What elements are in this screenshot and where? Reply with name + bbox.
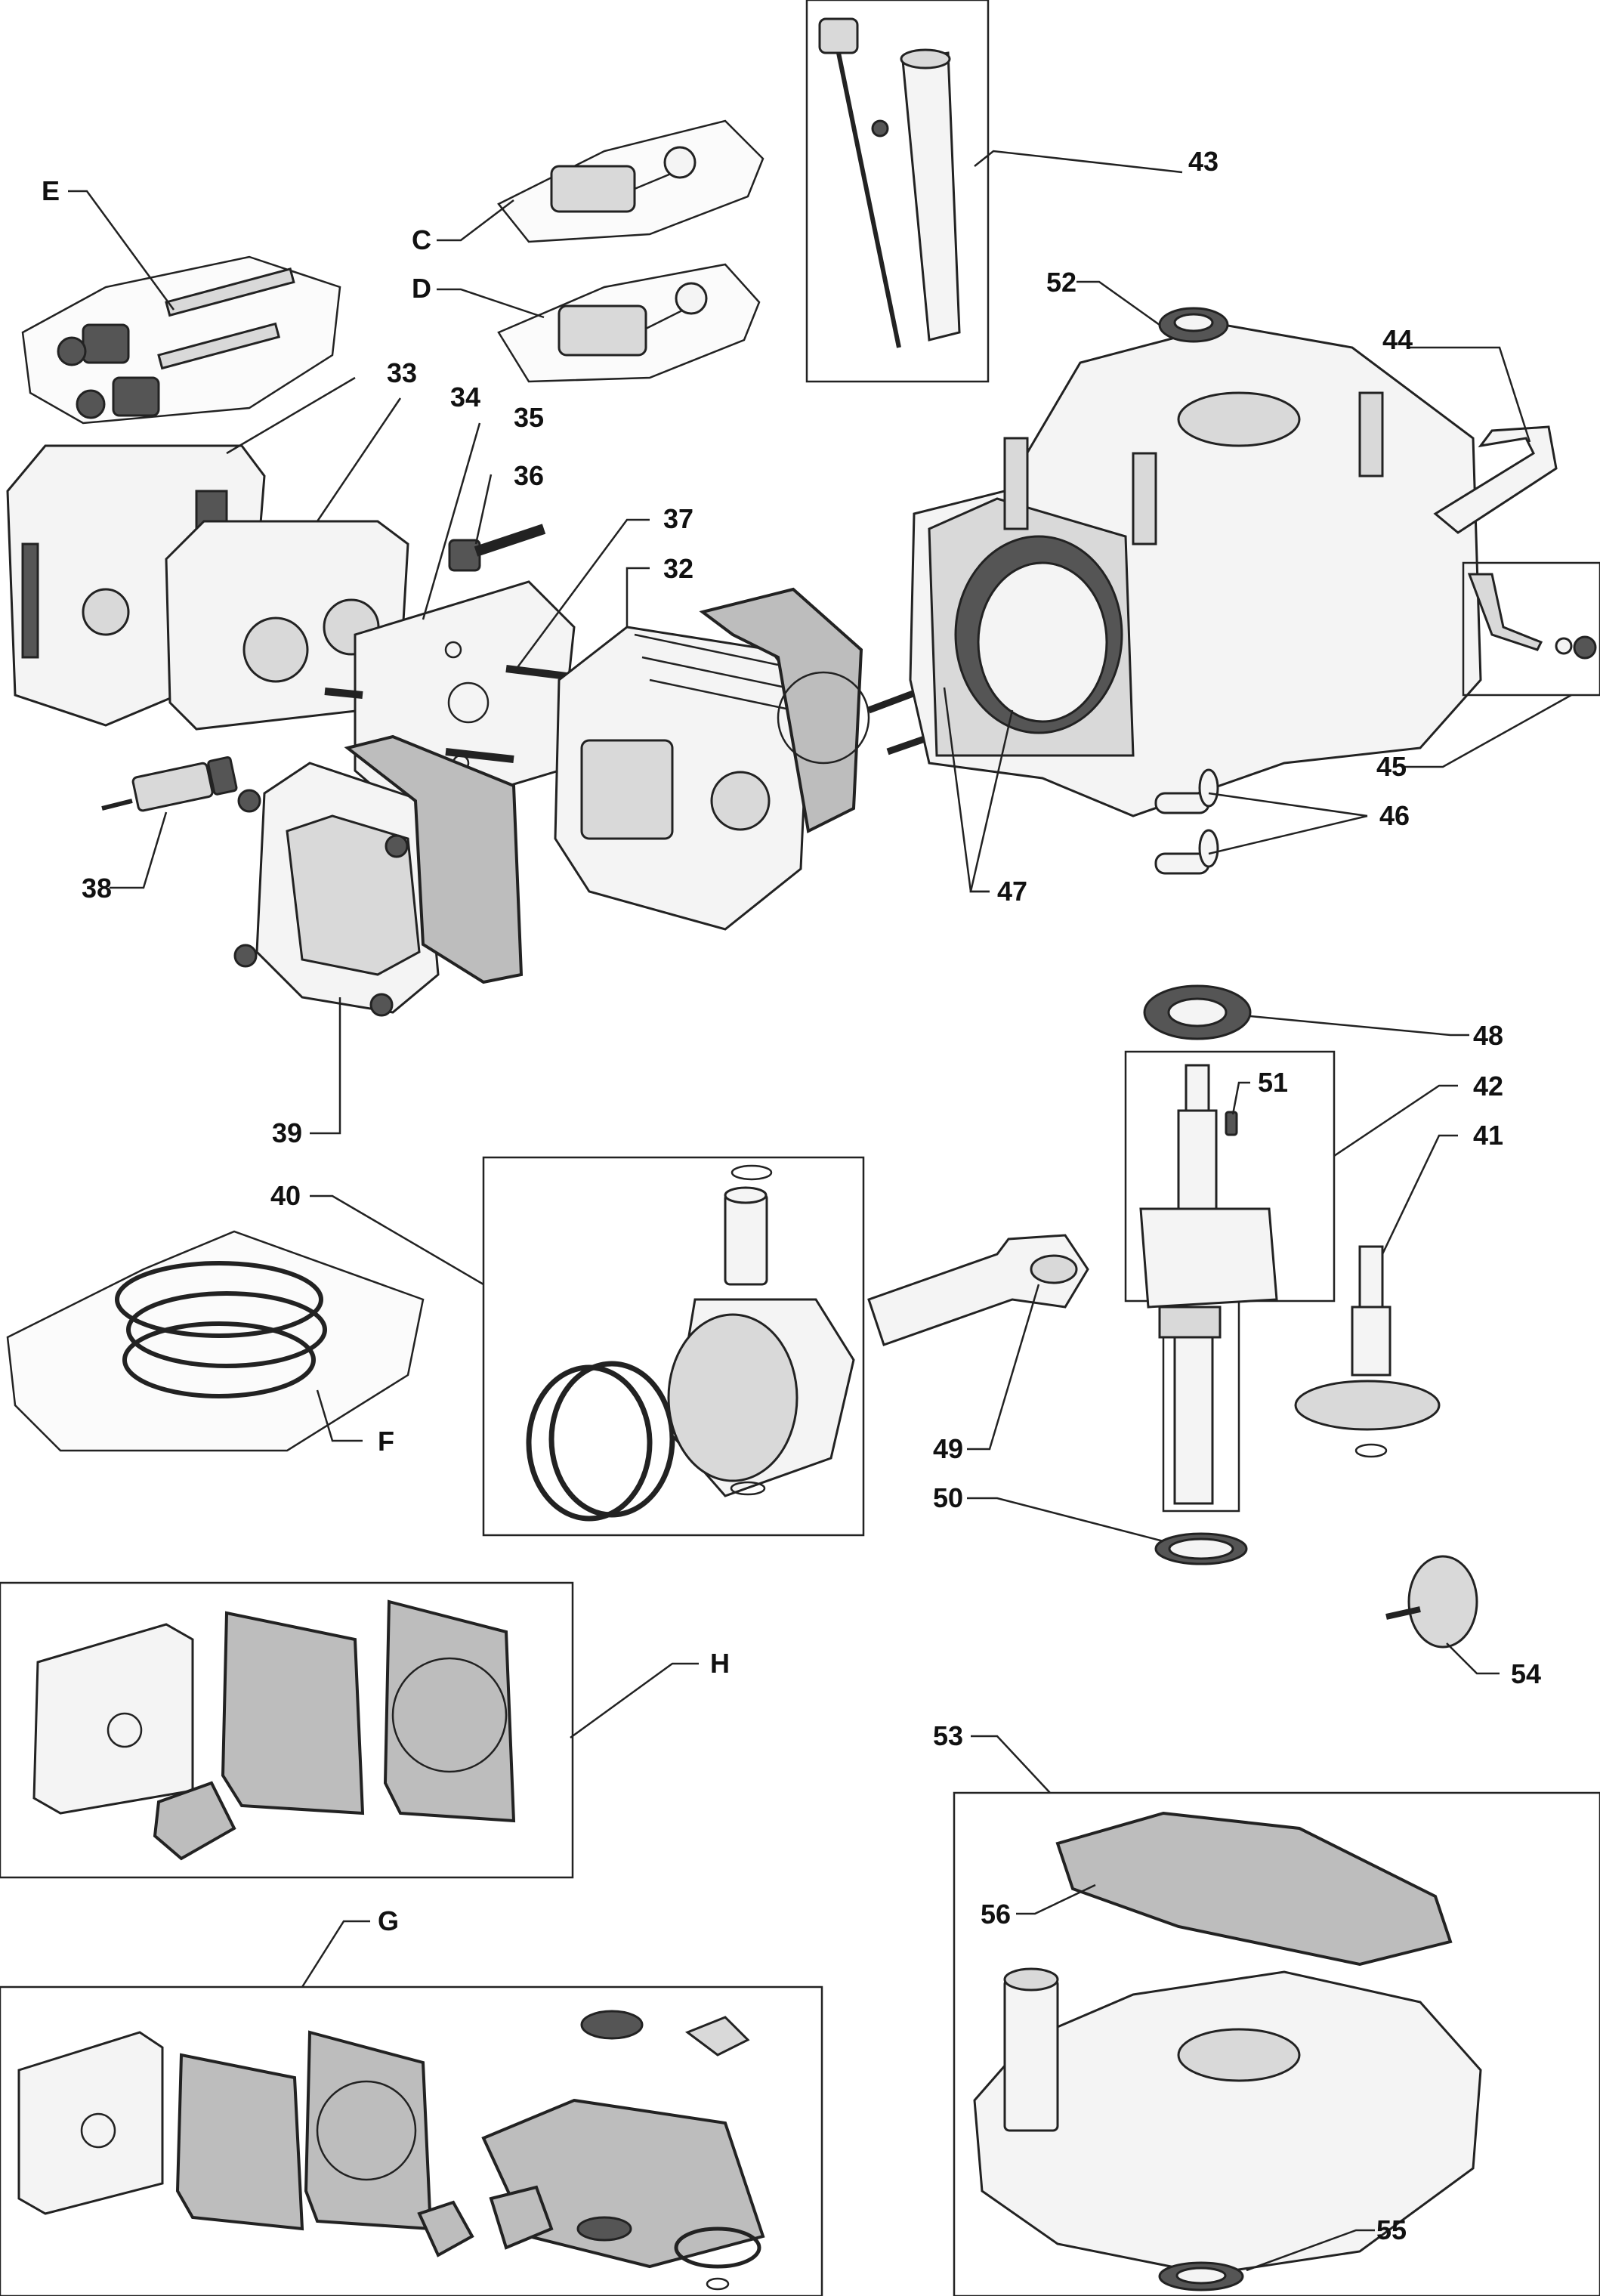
callout-labels: E C D 43 52 44 33 34 35 36 37 32 45 46 3… (42, 146, 1541, 2245)
callout-49: 49 (933, 1433, 963, 1464)
callout-56: 56 (981, 1899, 1011, 1930)
part-44-breather-tube (1433, 425, 1558, 534)
leader-lines (68, 150, 1572, 2272)
part-51-key (1225, 1111, 1238, 1136)
callout-37: 37 (663, 503, 693, 534)
part-46-dowel-pins (1154, 768, 1219, 875)
callout-45: 45 (1376, 751, 1407, 782)
callout-39: 39 (272, 1117, 302, 1148)
part-54-governor (1385, 1555, 1478, 1649)
callout-D: D (412, 273, 431, 304)
callout-44: 44 (1382, 324, 1413, 355)
valve-cover-gasket (344, 734, 524, 984)
kit-f-piston-rings (6, 1230, 425, 1452)
kit-c-valve-spring (497, 119, 764, 243)
callout-G: G (378, 1905, 399, 1936)
part-52-oil-seal (1158, 307, 1229, 343)
callout-41: 41 (1473, 1120, 1503, 1151)
callout-53: 53 (933, 1720, 963, 1751)
part-36-bolt (448, 524, 546, 572)
callout-46: 46 (1379, 800, 1410, 831)
kit-43-dipstick (805, 0, 990, 383)
callout-H: H (710, 1648, 730, 1679)
kit-45-box (1462, 561, 1600, 697)
callout-C: C (412, 224, 431, 255)
part-32-cylinder-head (554, 626, 810, 931)
kit-d-valve-spring (497, 263, 761, 383)
callout-40: 40 (270, 1180, 301, 1211)
callout-43: 43 (1188, 146, 1219, 177)
callout-55: 55 (1376, 2214, 1407, 2245)
crankcase-block (909, 323, 1482, 817)
callout-F: F (378, 1426, 394, 1457)
kit-53-sump (953, 1791, 1600, 2296)
callout-48: 48 (1473, 1020, 1503, 1051)
callout-33: 33 (387, 357, 417, 388)
callout-35: 35 (514, 402, 544, 433)
part-49-connecting-rod (867, 1234, 1089, 1346)
callout-E: E (42, 175, 60, 206)
kit-h-gaskets (0, 1581, 574, 1879)
kit-42-crankshaft (1124, 1050, 1336, 1513)
kit-e-fasteners (21, 255, 341, 425)
callout-51: 51 (1258, 1067, 1288, 1098)
part-50-washer (1154, 1532, 1248, 1565)
callout-42: 42 (1473, 1071, 1503, 1102)
kit-40-piston (482, 1156, 865, 1537)
kit-g-gaskets (0, 1985, 823, 2296)
callout-34: 34 (450, 382, 480, 413)
part-39-valve-cover (233, 762, 440, 1017)
part-38-spark-plug (101, 756, 238, 812)
callout-47: 47 (997, 876, 1027, 907)
head-gasket (699, 587, 870, 833)
callout-36: 36 (514, 460, 544, 491)
callout-38: 38 (82, 873, 112, 904)
callout-50: 50 (933, 1482, 963, 1513)
callout-54: 54 (1511, 1658, 1541, 1689)
part-41-camshaft (1294, 1245, 1441, 1458)
callout-52: 52 (1046, 267, 1076, 298)
part-48-bearing (1143, 984, 1252, 1040)
callout-32: 32 (663, 553, 693, 584)
